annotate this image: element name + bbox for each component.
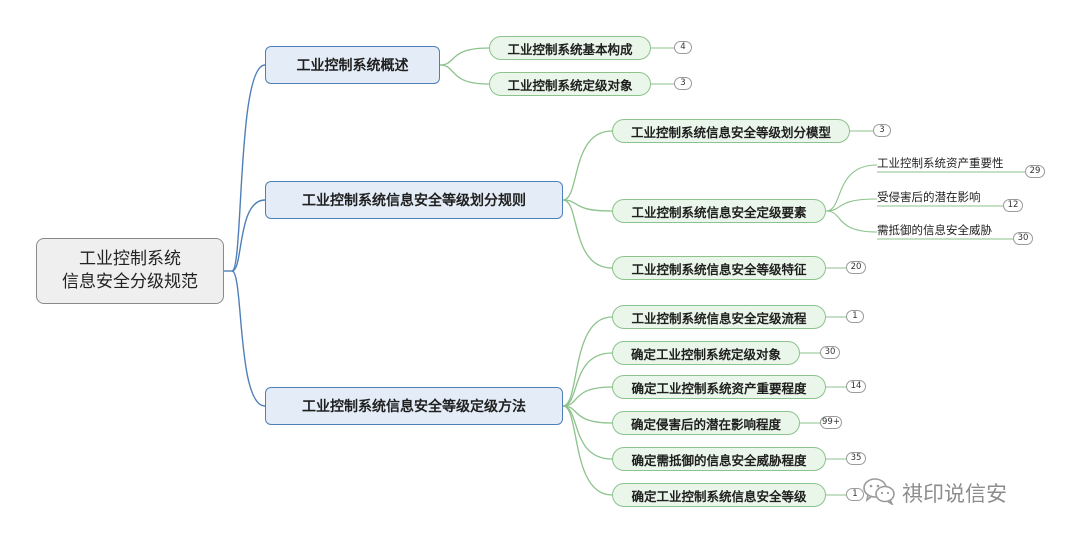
count-badge[interactable]: 12 <box>1003 199 1023 212</box>
count-badge[interactable]: 30 <box>820 346 840 359</box>
topic-label: 工业控制系统定级对象 <box>507 77 633 93</box>
count-badge[interactable]: 35 <box>846 452 866 465</box>
count-badge[interactable]: 99+ <box>820 416 842 429</box>
connector-branch <box>231 270 266 407</box>
subtopic-security-threats[interactable]: 需抵御的信息安全威胁 <box>877 220 1009 240</box>
topic-level-characteristics[interactable]: 工业控制系统信息安全等级特征 <box>612 256 826 280</box>
connector-topic <box>562 130 613 201</box>
connector-subtopic <box>825 210 878 233</box>
count-badge[interactable]: 14 <box>846 380 866 393</box>
connector-topic <box>562 199 613 269</box>
root-title-line2: 信息安全分级规范 <box>62 272 198 292</box>
count-badge[interactable]: 30 <box>1013 232 1033 245</box>
count-badge[interactable]: 1 <box>846 488 864 501</box>
branch-grading-methods[interactable]: 工业控制系统信息安全等级定级方法 <box>265 387 563 425</box>
topic-grading-process[interactable]: 工业控制系统信息安全定级流程 <box>612 305 826 329</box>
topic-label: 确定侵害后的潜在影响程度 <box>630 416 781 432</box>
topic-determine-security-level[interactable]: 确定工业控制系统信息安全等级 <box>612 483 826 507</box>
wechat-icon <box>862 477 896 510</box>
subtopic-label: 受侵害后的潜在影响 <box>877 190 981 204</box>
topic-determine-threat-level[interactable]: 确定需抵御的信息安全威胁程度 <box>612 447 826 471</box>
connector-topic <box>562 405 613 496</box>
root-title-line1: 工业控制系统 <box>79 249 181 269</box>
topic-grading-elements[interactable]: 工业控制系统信息安全定级要素 <box>612 199 826 223</box>
topic-basic-composition[interactable]: 工业控制系统基本构成 <box>489 36 651 60</box>
subtopic-asset-importance[interactable]: 工业控制系统资产重要性 <box>877 153 1017 173</box>
topic-label: 工业控制系统信息安全等级特征 <box>631 261 807 277</box>
root-node[interactable]: 工业控制系统 信息安全分级规范 <box>36 238 224 304</box>
connector-branch <box>231 199 266 272</box>
topic-label: 确定工业控制系统定级对象 <box>630 346 781 362</box>
topic-determine-grading-object[interactable]: 确定工业控制系统定级对象 <box>612 341 800 365</box>
watermark-text: 祺印说信安 <box>902 482 1007 506</box>
topic-label: 工业控制系统信息安全定级要素 <box>631 204 807 220</box>
count-badge[interactable]: 4 <box>674 41 692 54</box>
topic-determine-asset-importance[interactable]: 确定工业控制系统资产重要程度 <box>612 375 826 399</box>
topic-label: 确定工业控制系统信息安全等级 <box>631 488 807 504</box>
topic-classification-model[interactable]: 工业控制系统信息安全等级划分模型 <box>612 119 850 143</box>
subtopic-label: 需抵御的信息安全威胁 <box>877 223 992 237</box>
branch-classification-rules[interactable]: 工业控制系统信息安全等级划分规则 <box>265 181 563 219</box>
watermark: 祺印说信安 <box>862 477 1007 510</box>
count-badge[interactable]: 3 <box>674 77 692 90</box>
connector-subtopic <box>825 164 878 212</box>
topic-label: 工业控制系统基本构成 <box>507 41 633 57</box>
branch-label: 工业控制系统信息安全等级划分规则 <box>302 193 526 209</box>
connector-topic <box>562 199 613 212</box>
count-badge[interactable]: 3 <box>873 124 891 137</box>
count-badge[interactable]: 29 <box>1025 165 1045 178</box>
connector-subtopic <box>825 198 878 212</box>
branch-label: 工业控制系统信息安全等级定级方法 <box>302 399 526 415</box>
topic-grading-objects[interactable]: 工业控制系统定级对象 <box>489 72 651 96</box>
connector-topic <box>439 47 490 66</box>
topic-label: 确定需抵御的信息安全威胁程度 <box>631 452 807 468</box>
branch-label: 工业控制系统概述 <box>296 58 409 74</box>
connector-topic <box>562 386 613 407</box>
count-badge[interactable]: 1 <box>846 310 864 323</box>
topic-label: 工业控制系统信息安全等级划分模型 <box>630 124 831 140</box>
subtopic-potential-impact[interactable]: 受侵害后的潜在影响 <box>877 187 997 207</box>
connector-topic <box>562 316 613 407</box>
topic-label: 确定工业控制系统资产重要程度 <box>631 380 807 396</box>
topic-determine-impact-level[interactable]: 确定侵害后的潜在影响程度 <box>612 411 800 435</box>
subtopic-label: 工业控制系统资产重要性 <box>877 156 1004 170</box>
branch-overview[interactable]: 工业控制系统概述 <box>265 46 440 84</box>
count-badge[interactable]: 20 <box>846 261 866 274</box>
connector-topic <box>439 64 490 85</box>
connector-topic <box>562 352 613 407</box>
topic-label: 工业控制系统信息安全定级流程 <box>631 310 807 326</box>
connector-branch <box>231 64 266 272</box>
